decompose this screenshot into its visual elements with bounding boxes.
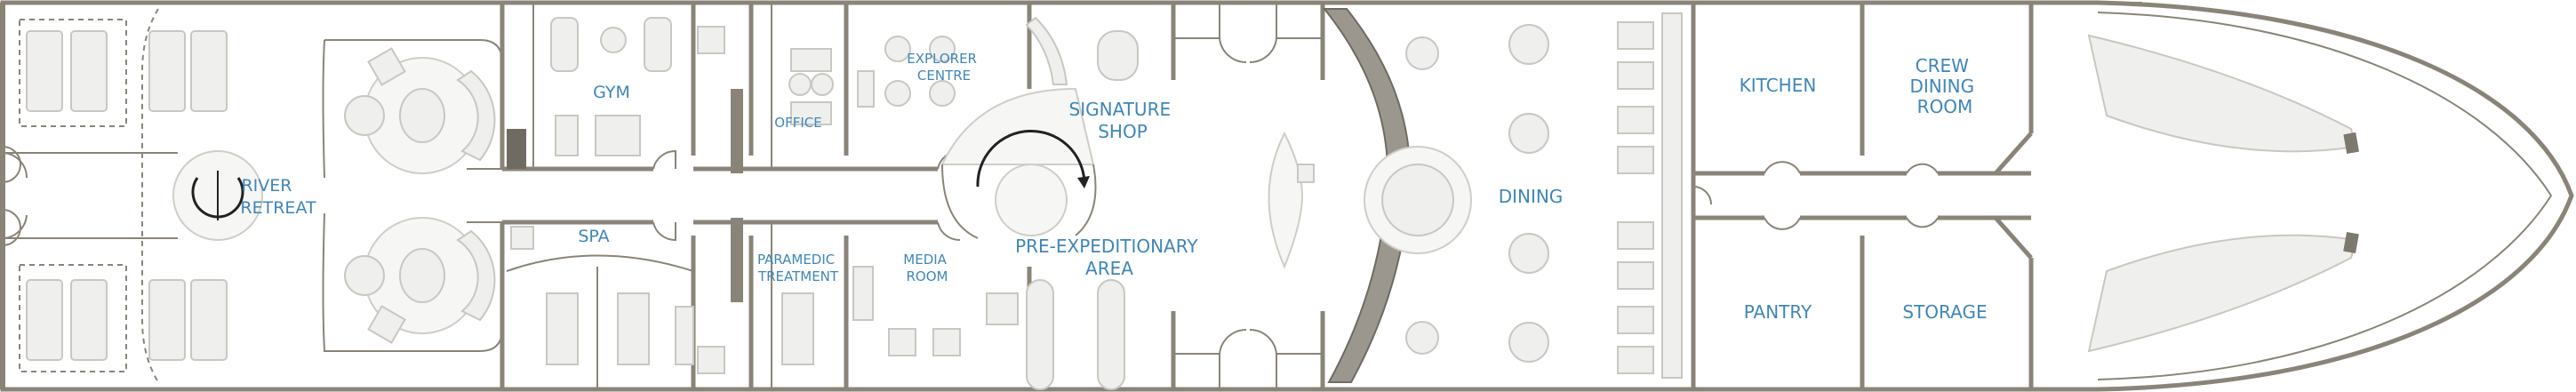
room-label-office: OFFICE [774, 115, 821, 131]
bow-tenders [2087, 34, 2359, 353]
gym-equipment [507, 3, 672, 169]
room-label-explorer-centre: EXPLORER CENTRE [907, 51, 981, 84]
spa-treatment-beds [506, 226, 694, 389]
pre-expeditionary-benches [1026, 279, 1125, 390]
dining-curved-stair [1322, 8, 1412, 383]
office-furniture [771, 3, 834, 169]
room-label-signature-shop: SIGNATURE SHOP [1069, 99, 1177, 142]
lift-core [697, 26, 743, 374]
room-label-pantry: PANTRY [1744, 301, 1812, 323]
river-retreat-stair [172, 150, 263, 241]
paramedic-furniture [771, 222, 814, 389]
dining-tables [1405, 12, 1683, 379]
hull-inner-line [2097, 12, 2553, 380]
room-label-media-room: MEDIA ROOM [903, 252, 950, 284]
explorer-centre-furniture [857, 36, 956, 108]
lounge-seating [322, 39, 503, 352]
room-label-crew-dining-room: CREW DINING ROOM [1910, 55, 1980, 117]
media-room-furniture [852, 266, 1019, 356]
room-label-pre-expeditionary-area: PRE-EXPEDITIONARY AREA [1015, 236, 1204, 279]
room-label-dining: DINING [1499, 186, 1564, 207]
central-stair [940, 87, 1097, 239]
room-label-spa: SPA [578, 227, 609, 246]
entrance-gangways [1172, 2, 1324, 390]
dining-bar [1268, 131, 1472, 269]
stern-sun-deck [2, 8, 228, 383]
room-label-river-retreat: RIVER RETREAT [240, 176, 316, 218]
room-label-paramedic-treatment: PARAMEDIC TREATMENT [757, 252, 839, 284]
shop-displays [1025, 16, 1139, 85]
room-label-storage: STORAGE [1902, 301, 1987, 323]
room-label-kitchen: KITCHEN [1740, 75, 1817, 96]
room-label-gym: GYM [593, 83, 630, 102]
interior-walls [500, 2, 2142, 389]
